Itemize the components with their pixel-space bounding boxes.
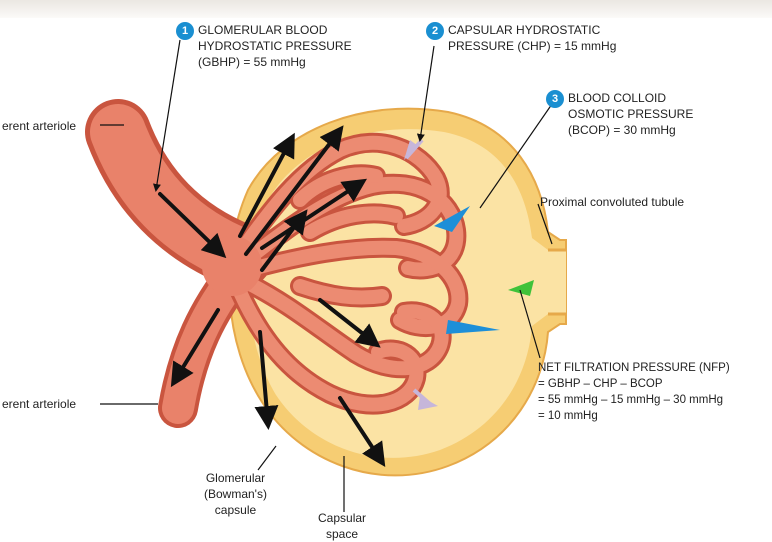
capsule-label: Glomerular (Bowman's) capsule <box>204 470 267 518</box>
chp-label: CAPSULAR HYDROSTATIC PRESSURE (CHP) = 15… <box>448 22 616 54</box>
gbhp-label: GLOMERULAR BLOOD HYDROSTATIC PRESSURE (G… <box>198 22 352 70</box>
efferent-arteriole-label: erent arteriole <box>2 396 76 412</box>
badge-3-icon: 3 <box>546 90 564 108</box>
bcop-label: BLOOD COLLOID OSMOTIC PRESSURE (BCOP) = … <box>568 90 693 138</box>
badge-1-icon: 1 <box>176 22 194 40</box>
capsular-space-label: Capsular space <box>318 510 366 542</box>
badge-2-icon: 2 <box>426 22 444 40</box>
nfp-label: NET FILTRATION PRESSURE (NFP) = GBHP – C… <box>538 360 730 424</box>
proximal-tubule-label: Proximal convoluted tubule <box>540 194 684 210</box>
afferent-arteriole-label: erent arteriole <box>2 118 76 134</box>
